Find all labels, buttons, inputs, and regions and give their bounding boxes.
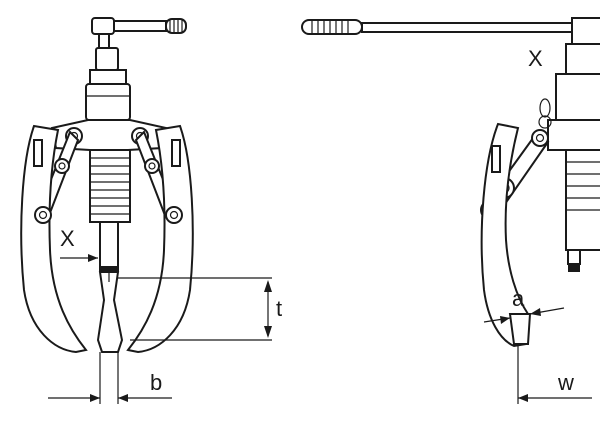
label-w: w (557, 370, 574, 395)
front-view-puller: X t b (20, 17, 282, 404)
threaded-spindle (89, 149, 131, 353)
pump-lever (301, 17, 600, 45)
hydraulic-cylinder (85, 47, 131, 121)
dimension-b: b (48, 352, 172, 404)
dimension-x-left: X (60, 226, 98, 262)
dimension-w: w (517, 346, 592, 404)
side-jaw (480, 122, 532, 348)
safety-pin (538, 98, 552, 129)
side-view-puller: X (301, 17, 600, 404)
label-x-right: X (528, 46, 543, 71)
label-t: t (276, 296, 282, 321)
label-x-left: X (60, 226, 75, 251)
right-jaw (126, 124, 194, 354)
dimension-a: a (483, 286, 565, 324)
dimension-t: t (118, 277, 282, 341)
side-cylinder (547, 43, 600, 272)
label-a: a (512, 286, 525, 311)
label-b: b (150, 370, 162, 395)
left-jaw (20, 124, 88, 354)
t-handle (91, 17, 187, 49)
